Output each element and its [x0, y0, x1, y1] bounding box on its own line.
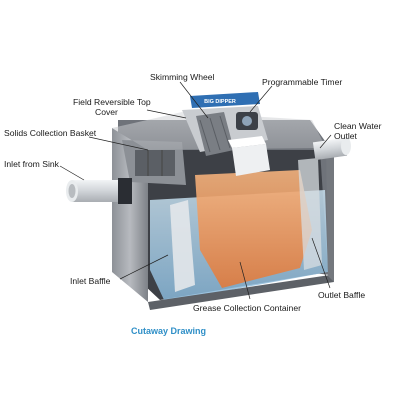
label-outlet-baffle: Outlet Baffle [318, 290, 366, 300]
label-clean-water-line-2: Outlet [334, 131, 357, 141]
label-top-cover-line-1: Field Reversible Top [73, 97, 151, 107]
leader-skimming-wheel [179, 81, 209, 119]
label-clean-water-line-1: Clean Water [334, 121, 382, 131]
brand-logo: BIG DIPPER [204, 99, 236, 105]
leader-outlet-baffle [311, 237, 331, 289]
inlet-from-sink-pipe [66, 178, 132, 204]
inlet-baffle [170, 200, 195, 292]
leader-clean-water-outlet [319, 134, 332, 149]
tank-bottom [148, 275, 334, 310]
label-solids-collection-basket: Solids Collection Basket [4, 128, 97, 138]
leader-top-cover [146, 109, 187, 119]
label-field-reversible-top-cover: Field Reversible Top Cover [73, 97, 151, 117]
leader-lines [59, 81, 332, 300]
caption-cutaway-drawing: Cutaway Drawing [131, 326, 207, 336]
label-top-cover-line-2: Cover [95, 107, 118, 117]
label-clean-water-outlet: Clean Water Outlet [334, 121, 381, 141]
grease-collector-block [232, 144, 270, 176]
leader-solids-basket [88, 136, 149, 151]
label-skimming-wheel: Skimming Wheel [150, 72, 215, 82]
grease-collection-container [195, 170, 312, 288]
label-inlet-baffle: Inlet Baffle [70, 276, 111, 286]
clean-water-outlet-pipe [312, 137, 351, 161]
leader-grease-container [239, 261, 251, 300]
basket-opening [135, 150, 175, 176]
brand-logo-band [190, 92, 260, 108]
timer-dial-icon [242, 116, 252, 126]
leader-inlet-from-sink [59, 165, 85, 181]
leader-inlet-baffle [119, 254, 169, 280]
outlet-baffle [298, 158, 322, 270]
tank-right-edge [326, 148, 334, 282]
label-inlet-from-sink: Inlet from Sink [4, 159, 59, 169]
label-programmable-timer: Programmable Timer [262, 77, 343, 87]
leader-programmable-timer [249, 85, 273, 113]
label-grease-collection-container: Grease Collection Container [193, 303, 301, 313]
